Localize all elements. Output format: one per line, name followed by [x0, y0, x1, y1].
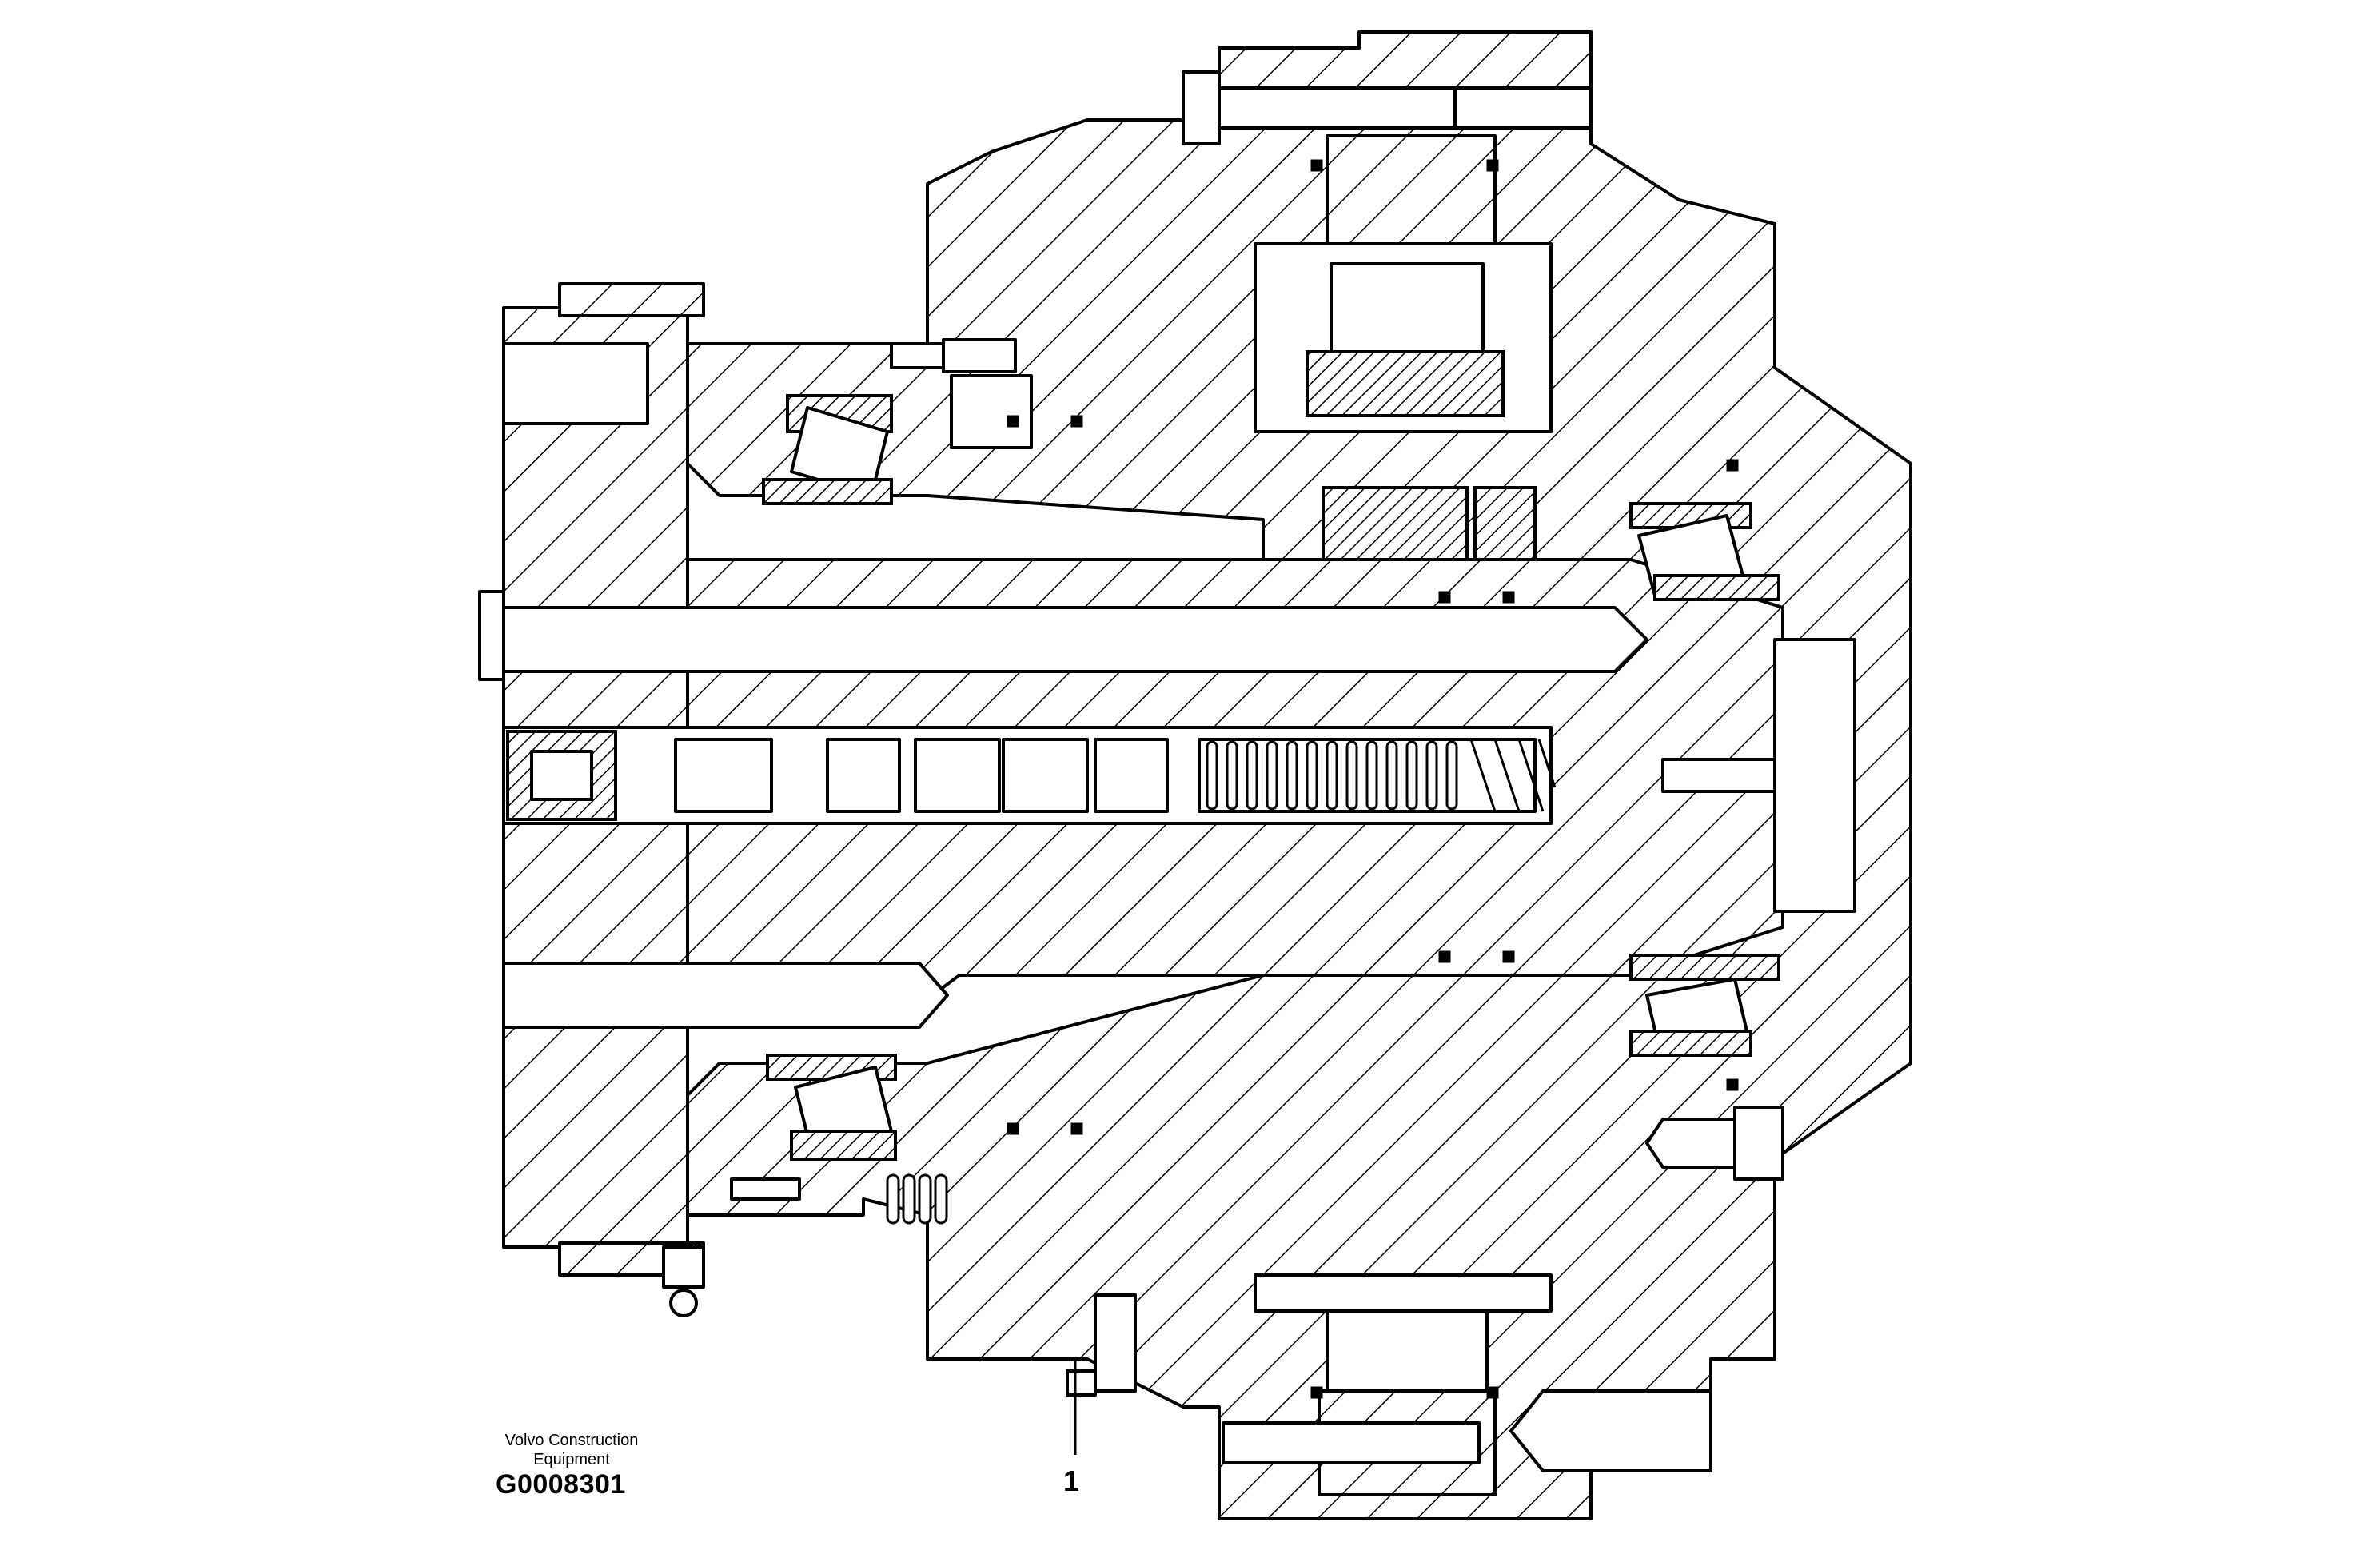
upper-left-bearing — [762, 394, 893, 505]
callout-1-label: 1 — [1063, 1464, 1080, 1497]
upper-right-bearing — [1629, 502, 1780, 601]
drawing-number: G0008301 — [496, 1469, 626, 1500]
side-bolt — [1645, 1106, 1784, 1181]
bottom-bolt — [1222, 1389, 1712, 1472]
lower-right-bearing — [1629, 954, 1780, 1057]
manufacturer-label: Volvo Construction Equipment — [504, 1432, 639, 1468]
upper-piston-chamber — [1254, 134, 1553, 561]
small-fasteners — [662, 338, 1137, 1397]
lower-left-bearing — [766, 1054, 897, 1161]
top-bolt — [1182, 70, 1593, 145]
brake-spring — [886, 1173, 948, 1225]
spool-spring — [1206, 739, 1557, 812]
o-rings — [1007, 159, 1739, 1399]
